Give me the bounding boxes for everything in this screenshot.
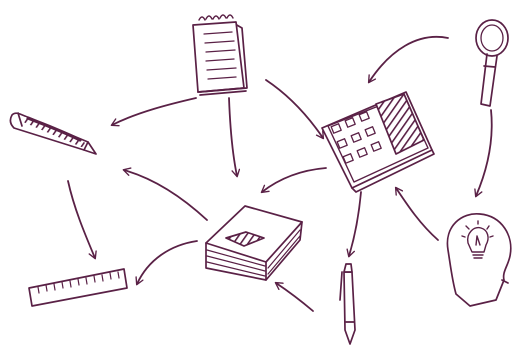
arrow-book-to-pencil bbox=[124, 170, 207, 220]
head-with-lightbulb-icon bbox=[447, 214, 510, 306]
arrow-notepad-to-book bbox=[229, 98, 237, 176]
arrow-magnifier-to-head bbox=[476, 110, 492, 196]
connector-arrows bbox=[68, 37, 492, 311]
arrow-book-to-ruler bbox=[137, 241, 197, 284]
magnifying-glass-icon bbox=[476, 20, 508, 106]
pencil-icon bbox=[10, 113, 96, 154]
arrow-calculator-to-pen bbox=[349, 192, 361, 256]
arrow-calculator-to-book bbox=[262, 168, 326, 192]
arrow-notepad-to-pencil bbox=[112, 98, 196, 125]
arrow-head-to-calculator bbox=[396, 188, 438, 240]
book-icon bbox=[206, 206, 302, 280]
calculator-icon bbox=[322, 92, 434, 192]
arrow-pen-to-book bbox=[276, 283, 313, 311]
arrow-magnifier-to-calculator bbox=[369, 37, 448, 82]
arrow-notepad-to-calculator bbox=[266, 80, 323, 138]
notepad-icon bbox=[193, 15, 247, 95]
ruler-icon bbox=[29, 269, 127, 306]
pen-icon bbox=[340, 264, 355, 344]
arrow-pencil-to-ruler bbox=[68, 181, 95, 258]
